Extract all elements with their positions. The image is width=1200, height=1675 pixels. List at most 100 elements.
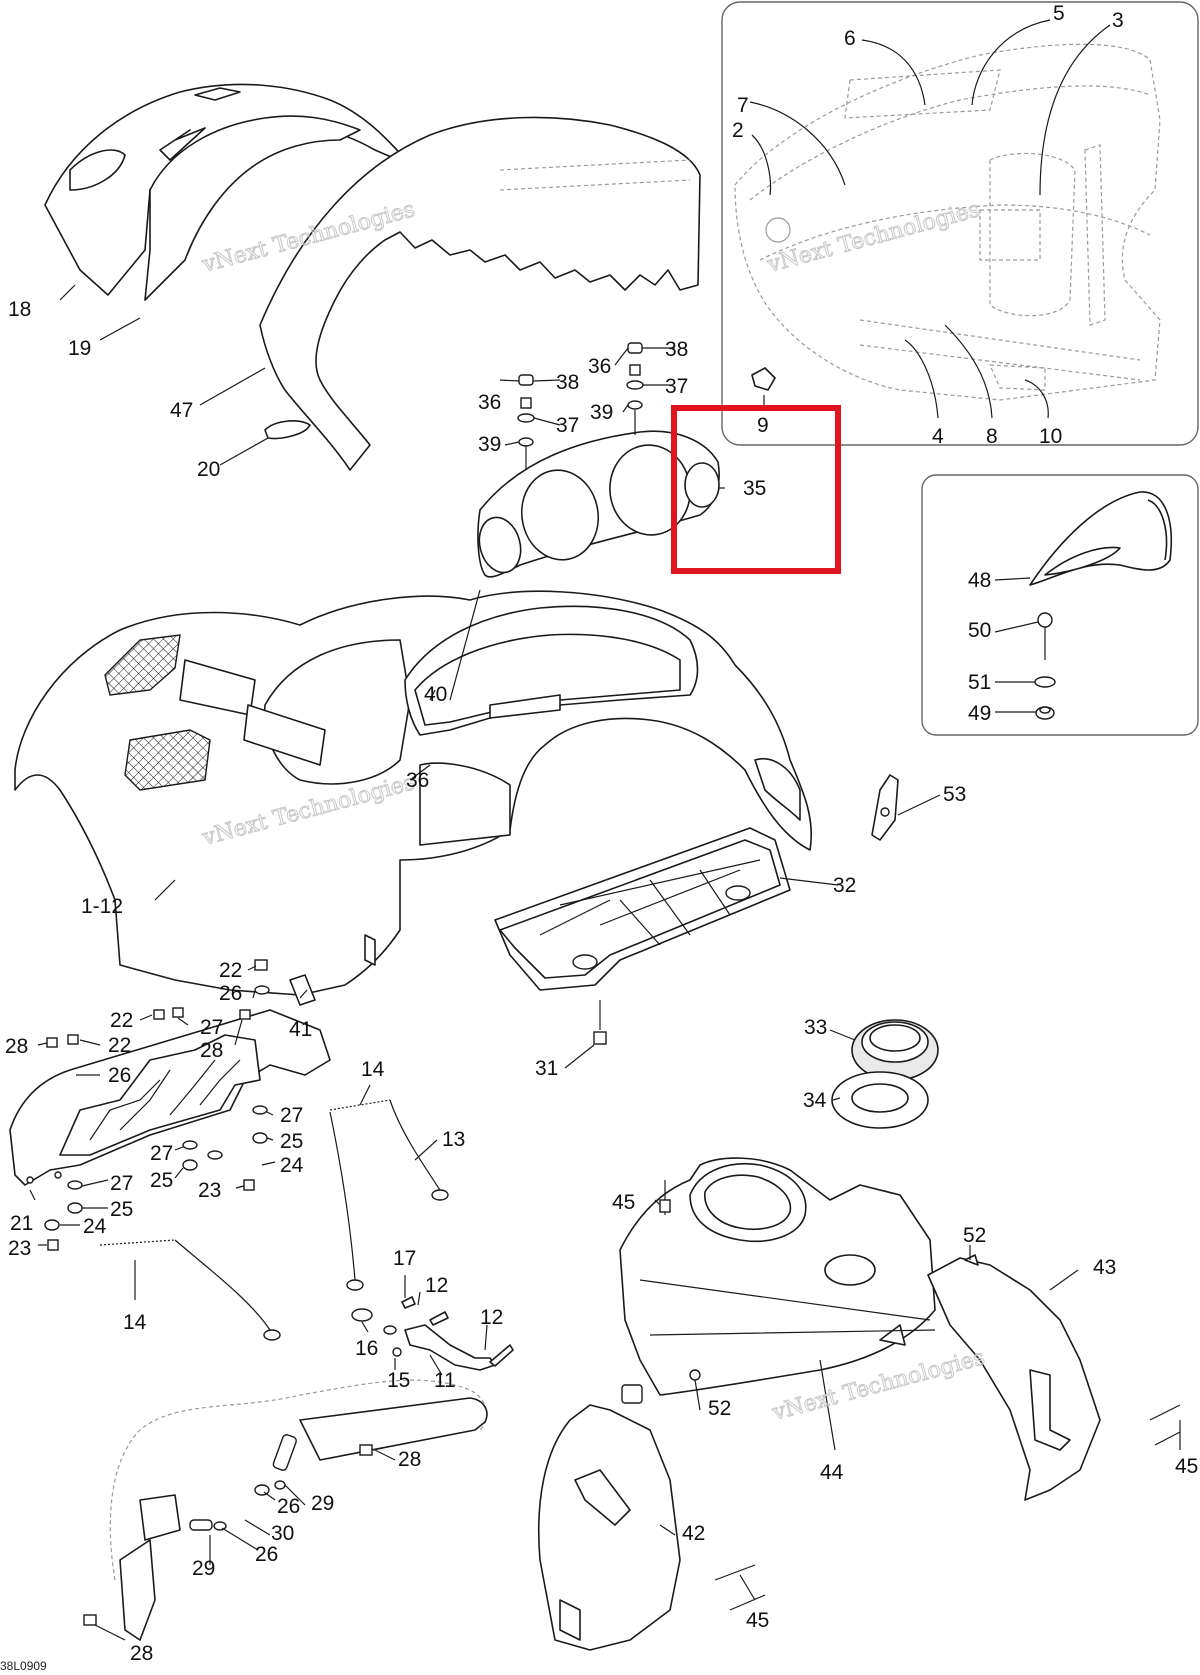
callout-26-bumper-lower: 26 <box>255 1543 278 1566</box>
callout-25-center: 25 <box>150 1169 173 1192</box>
callout-52-upper: 52 <box>963 1224 986 1247</box>
callout-51: 51 <box>968 671 991 694</box>
callout-12-lower: 12 <box>480 1306 503 1329</box>
callout-37-upper-left: 37 <box>556 414 579 437</box>
callout-4: 4 <box>932 425 944 448</box>
callout-28-bumper-lower: 28 <box>130 1642 153 1665</box>
callout-52-lower: 52 <box>708 1397 731 1420</box>
callout-24-right: 24 <box>280 1154 304 1177</box>
callout-labels: 18 19 47 20 2 7 6 5 3 9 4 8 10 36 38 37 … <box>5 2 1198 1665</box>
callout-34: 34 <box>803 1089 827 1112</box>
callout-35: 35 <box>743 477 766 500</box>
inset-box-upper <box>721 1 1199 446</box>
callout-20: 20 <box>197 458 220 481</box>
shroud-panel-47 <box>259 116 701 471</box>
callout-13: 13 <box>442 1128 465 1151</box>
callout-27-top: 27 <box>200 1016 223 1039</box>
callout-21: 21 <box>10 1212 33 1235</box>
fuel-cap-33 <box>851 1019 939 1081</box>
side-panel-42 <box>537 1404 681 1651</box>
callout-45-console: 45 <box>612 1191 635 1214</box>
callout-28-bumper-upper: 28 <box>398 1448 421 1471</box>
callout-36-hood: 36 <box>406 769 429 792</box>
callout-23-left: 23 <box>8 1237 31 1260</box>
callout-27-right: 27 <box>280 1104 303 1127</box>
callout-11: 11 <box>434 1369 456 1392</box>
callout-24-left: 24 <box>83 1215 107 1238</box>
callout-3: 3 <box>1112 9 1124 32</box>
callout-22-middle: 22 <box>110 1009 133 1032</box>
callout-27-center: 27 <box>150 1142 173 1165</box>
callout-6: 6 <box>844 27 856 50</box>
callout-9: 9 <box>757 414 769 437</box>
spring-cable-assembly <box>99 1099 449 1341</box>
callout-18: 18 <box>8 298 31 321</box>
drawing-code: 38L0909 <box>0 1659 47 1673</box>
callout-36-upper-right: 36 <box>588 355 611 378</box>
callout-5: 5 <box>1053 2 1065 25</box>
callout-23-right: 23 <box>198 1179 221 1202</box>
callout-29-left: 29 <box>192 1557 215 1580</box>
callout-44: 44 <box>820 1461 844 1484</box>
callout-16: 16 <box>355 1337 378 1360</box>
instrument-bezel-35 <box>477 430 720 578</box>
side-panel-19 <box>144 115 361 301</box>
callout-28-left: 28 <box>5 1035 28 1058</box>
callout-47: 47 <box>170 399 193 422</box>
callout-43: 43 <box>1093 1256 1116 1279</box>
callout-39-upper-left: 39 <box>478 433 501 456</box>
callout-36-upper-left: 36 <box>478 391 501 414</box>
callout-29-right: 29 <box>311 1492 334 1515</box>
callout-28-top: 28 <box>200 1039 223 1062</box>
callout-14-upper: 14 <box>361 1058 385 1081</box>
callout-10: 10 <box>1039 425 1062 448</box>
hood-assembly-1-12 <box>14 590 813 996</box>
rear-bumper <box>83 1379 488 1641</box>
callout-22-top: 22 <box>219 959 242 982</box>
callout-38-upper-right: 38 <box>665 338 688 361</box>
callout-32: 32 <box>833 874 856 897</box>
hardware-stack-left <box>517 374 535 470</box>
callout-8: 8 <box>986 425 998 448</box>
callout-53: 53 <box>943 783 966 806</box>
callout-39-upper-right: 39 <box>590 401 613 424</box>
callout-38-upper-left: 38 <box>556 371 579 394</box>
callout-2: 2 <box>732 119 744 142</box>
callout-26-left: 26 <box>108 1064 131 1087</box>
gasket-34 <box>831 1071 929 1129</box>
callout-25-left: 25 <box>110 1198 133 1221</box>
side-panel-43 <box>927 1254 1101 1501</box>
callout-26-bumper-upper: 26 <box>277 1495 300 1518</box>
callout-27-left: 27 <box>110 1172 133 1195</box>
callout-45-bottom: 45 <box>746 1609 769 1632</box>
inset-box-mirror <box>921 474 1199 736</box>
rivets-45 <box>659 1180 1181 1611</box>
callout-30: 30 <box>271 1522 294 1545</box>
console-44 <box>619 1157 936 1404</box>
callout-19: 19 <box>68 337 91 360</box>
clip-20 <box>264 420 311 440</box>
callout-1-12: 1-12 <box>81 895 123 918</box>
callout-31: 31 <box>535 1057 558 1080</box>
callout-37-upper-right: 37 <box>665 375 688 398</box>
callout-15: 15 <box>387 1369 410 1392</box>
callout-7: 7 <box>737 94 749 117</box>
hardware-stack-right <box>626 342 644 435</box>
callout-41: 41 <box>289 1018 312 1041</box>
callout-50: 50 <box>968 619 991 642</box>
callout-12-upper: 12 <box>425 1274 448 1297</box>
highlight-box <box>671 405 841 574</box>
callout-45-right: 45 <box>1175 1455 1198 1478</box>
callout-33: 33 <box>804 1016 827 1039</box>
throttle-linkage <box>351 1296 514 1371</box>
callout-22-left: 22 <box>108 1034 131 1057</box>
callout-40: 40 <box>424 683 447 706</box>
callout-42: 42 <box>682 1522 705 1545</box>
callout-48: 48 <box>968 569 991 592</box>
floor-tray-32 <box>494 827 791 1045</box>
side-panel-18 <box>44 83 411 296</box>
callout-25-right: 25 <box>280 1130 303 1153</box>
rack-hardware <box>44 959 270 1251</box>
bracket-53 <box>871 774 899 841</box>
